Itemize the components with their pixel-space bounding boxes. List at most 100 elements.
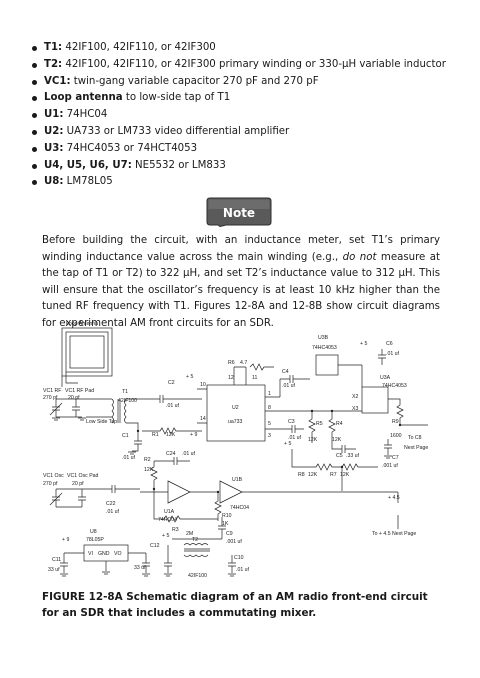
- list-item: U3: 74HC4053 or 74HCT4053: [30, 141, 460, 158]
- label-next-page: Next Page: [404, 445, 428, 451]
- label-u1a-part: 74HC04: [158, 517, 177, 523]
- label-r5-val: 12K: [308, 437, 318, 443]
- list-item: U8: LM78L05: [30, 174, 460, 191]
- label-c12-val: 33 uf: [134, 565, 146, 571]
- label-u3b-part: 74HC4053: [312, 345, 337, 351]
- label-vc1-osc: VC1 Osc: [43, 473, 64, 479]
- label-plus9b: + 9: [62, 537, 69, 543]
- label-c6-val: .01 uf: [386, 351, 400, 357]
- label-r8-val: 12K: [308, 472, 318, 478]
- label-r5: R5: [316, 421, 323, 427]
- list-item: U1: 74HC04: [30, 107, 460, 124]
- label-vc1-rf: VC1 RF: [43, 388, 61, 394]
- label-r10-val: 1K: [222, 521, 229, 527]
- label-x3: X3: [352, 406, 358, 412]
- label-c5-val: .33 uf: [346, 453, 360, 459]
- label-plus5b: + 5: [360, 341, 367, 347]
- note-badge: Note: [206, 197, 272, 227]
- label-u2-part: ua733: [228, 419, 243, 425]
- label-r6: R6: [228, 360, 235, 366]
- body-paragraph: Before building the circuit, with an ind…: [42, 235, 440, 329]
- label-x2: X2: [352, 394, 358, 400]
- label-u3a-part: 74HC4053: [382, 383, 407, 389]
- label-rf-270: 270 pf: [43, 395, 58, 401]
- label-r3-val: 2M: [186, 531, 193, 537]
- label-c2: C2: [168, 380, 175, 386]
- label-to-45: To + 4.5 Next Page: [372, 531, 416, 537]
- label-u3b: U3B: [318, 335, 329, 341]
- label-pin1: 1: [268, 391, 271, 397]
- label-r7: R7: [330, 472, 337, 478]
- list-item: VC1: twin-gang variable capacitor 270 pF…: [30, 74, 460, 91]
- label-r4-val: 12K: [332, 437, 342, 443]
- list-item: T1: 42IF100, 42IF110, or 42IF300: [30, 40, 460, 57]
- label-c4-val: .01 uf: [282, 383, 296, 389]
- label-plus5: + 5: [186, 374, 193, 380]
- label-c2-val: .01 uf: [166, 403, 180, 409]
- label-gnd: GND: [98, 551, 110, 557]
- label-vc1-rf-pad: VC1 RF Pad: [65, 388, 94, 394]
- label-to-c8: To C8: [408, 435, 422, 441]
- label-c1: C1: [122, 433, 129, 439]
- label-u2: U2: [232, 405, 239, 411]
- list-item: Loop antenna to low-side tap of T1: [30, 90, 460, 107]
- label-c11-val: 33 uf: [48, 567, 60, 573]
- label-c10: C10: [234, 555, 244, 561]
- label-c6: C6: [386, 341, 393, 347]
- list-item: U2: UA733 or LM733 video differential am…: [30, 124, 460, 141]
- label-rf-20: 20 pf: [68, 395, 80, 401]
- label-vo: VO: [114, 551, 122, 557]
- label-low-side-tap: Low Side Tap: [86, 419, 117, 425]
- label-pin10: 10: [200, 382, 206, 388]
- label-u8-part: 78L05P: [86, 537, 104, 543]
- label-vi: VI: [88, 551, 93, 557]
- label-c11: C11: [52, 557, 61, 563]
- circuit-schematic: Loop Antenna VC1 RF VC1 RF Pad 270 pf 20…: [43, 321, 428, 579]
- label-r4: R4: [336, 421, 343, 427]
- label-t2: T2: [192, 537, 198, 543]
- label-osc-270: 270 pf: [43, 481, 58, 487]
- label-pin5: 5: [268, 421, 271, 427]
- label-r10: R10: [222, 513, 232, 519]
- list-item: T2: 42IF100, 42IF110, or 42IF300 primary…: [30, 57, 460, 74]
- label-c24-val: .01 uf: [182, 451, 196, 457]
- label-r9: R9: [392, 419, 399, 425]
- label-t1: T1: [122, 389, 128, 395]
- label-pin8: 8: [268, 405, 271, 411]
- label-u1b-part: 74HC04: [230, 505, 249, 511]
- label-c3: C3: [288, 419, 295, 425]
- label-r6-val: 4.7: [240, 360, 247, 366]
- label-pin14: 14: [200, 416, 206, 422]
- label-c10-val: .01 uf: [236, 567, 250, 573]
- label-c4: C4: [282, 369, 289, 375]
- label-u1b: U1B: [232, 477, 243, 483]
- label-r2-val: 12K: [144, 467, 154, 473]
- label-u3a: U3A: [380, 375, 391, 381]
- label-c24: C24: [166, 451, 176, 457]
- label-vc1-osc-pad: VC1 Osc Pad: [67, 473, 99, 479]
- label-c1-val: .01 uf: [122, 455, 136, 461]
- list-item: U4, U5, U6, U7: NE5532 or LM833: [30, 158, 460, 175]
- label-c22-val: .01 uf: [106, 509, 120, 515]
- label-u8: U8: [90, 529, 97, 535]
- label-r9-val: 1600: [390, 433, 402, 439]
- figure-caption: FIGURE 12-8A Schematic diagram of an AM …: [42, 591, 428, 619]
- label-u1a: U1A: [164, 509, 175, 515]
- label-r1-val: 12K: [166, 432, 176, 438]
- label-t1-part: 42IF100: [118, 398, 137, 404]
- label-osc-20: 20 pf: [72, 481, 84, 487]
- label-pin3: 3: [268, 433, 271, 439]
- parts-list: T1: 42IF100, 42IF110, or 42IF300 T2: 42I…: [30, 40, 460, 191]
- label-r8: R8: [298, 472, 305, 478]
- label-loop-antenna: Loop Antenna: [66, 321, 98, 327]
- label-plus9: + 9: [190, 432, 197, 438]
- label-c7: C7: [392, 455, 399, 461]
- label-c12: C12: [150, 543, 160, 549]
- label-pin12: 12: [228, 375, 234, 381]
- label-r3: R3: [172, 527, 179, 533]
- note-label: Note: [223, 206, 255, 220]
- label-c9: C9: [226, 531, 233, 537]
- label-plus5c: + 5: [284, 441, 291, 447]
- label-plus45: + 4.5: [388, 495, 400, 501]
